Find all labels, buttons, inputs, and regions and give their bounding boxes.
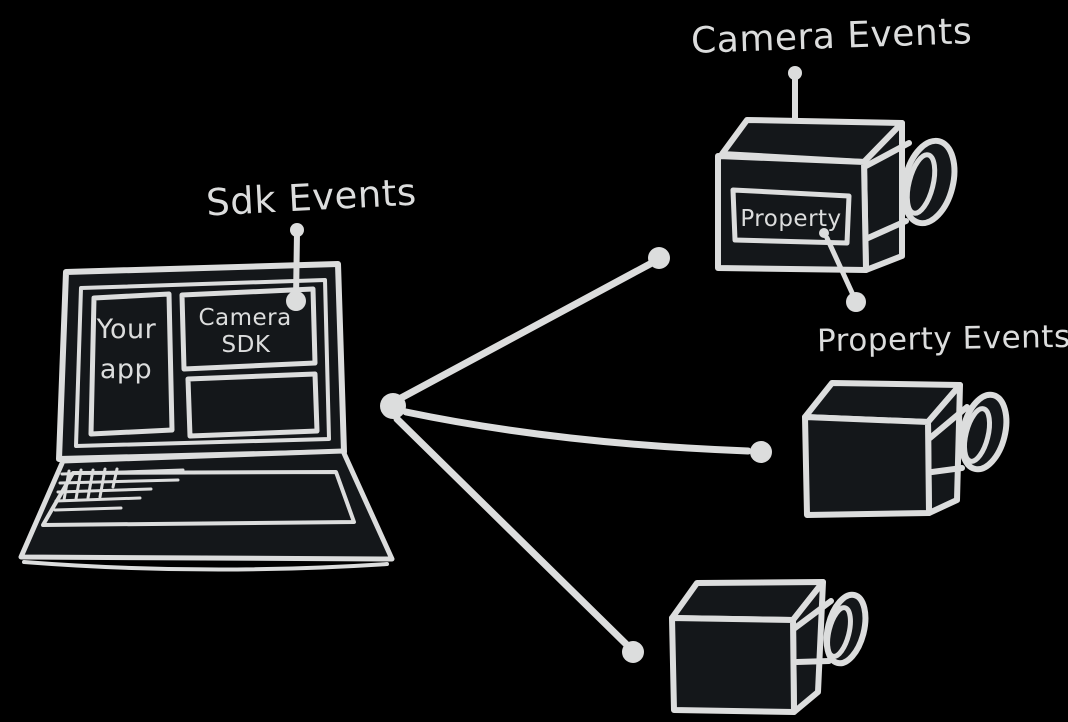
camera-middle-front-face [802, 414, 932, 518]
key-column-line [98, 467, 107, 499]
empty-panel [185, 371, 320, 439]
key-row-line [56, 487, 153, 494]
your-app-window [88, 291, 175, 437]
property-connector-dot-bottom [846, 292, 866, 312]
connector-line-middle-camera [402, 408, 752, 455]
sdk-events-connector-line [293, 230, 300, 302]
sdk-events-label: Sdk Events [205, 171, 417, 225]
property-connector-dot-top [819, 228, 829, 238]
keyboard-keys-sketch [53, 467, 185, 512]
camera-middle-lens-cone-bottom [929, 465, 965, 475]
property-connector-line [824, 235, 857, 300]
laptop-base-bottom-edge [22, 560, 389, 572]
sdk-events-connector-dot-top [290, 223, 304, 237]
property-box [730, 187, 852, 246]
camera-top-lens-inner [904, 152, 938, 216]
key-row-line [60, 468, 185, 476]
sdk-events-connector-dot-bottom [286, 291, 306, 311]
camera-events-label: Camera Events [690, 11, 972, 62]
camera-top-lens-cone-top [863, 140, 912, 169]
camera-events-connector-dot-top [788, 66, 802, 80]
event-fanout [380, 247, 772, 663]
camera-middle-lens-inner [961, 406, 993, 464]
key-column-line [86, 468, 95, 500]
camera-bottom-lens-inner [825, 605, 853, 659]
key-row-line [54, 496, 142, 503]
camera-top-lens-outer [900, 137, 958, 227]
camera-middle-icon [802, 380, 1010, 518]
property-label: Property [740, 206, 841, 232]
your-app-label: Your app [96, 314, 166, 385]
camera-bottom-lens-cone-bottom [794, 658, 832, 665]
keyboard-area [41, 470, 356, 527]
endpoint-dot-bottom [622, 641, 644, 663]
property-events-callout: Property Events [817, 228, 1068, 359]
camera-top-lens-cone-bottom [865, 218, 909, 241]
camera-middle-lens-outer [958, 391, 1010, 473]
key-column-line [62, 469, 71, 502]
key-column-line [74, 468, 83, 501]
key-column-line [111, 467, 119, 489]
laptop-base [18, 448, 395, 562]
connector-line-bottom-camera [393, 415, 630, 648]
camera-sdk-window [179, 286, 318, 372]
camera-bottom-lens-cone-top [792, 598, 834, 631]
camera-bottom-front-face [669, 615, 797, 715]
endpoint-dot-top [648, 247, 670, 269]
camera-middle-lens-cone-top [927, 404, 970, 441]
laptop: Your app Camera SDK [18, 261, 395, 572]
camera-bottom-icon [669, 579, 869, 715]
key-row-line [53, 506, 123, 512]
endpoint-dot-middle [750, 441, 772, 463]
property-events-label: Property Events [817, 319, 1068, 359]
camera-top-icon: Property [715, 117, 958, 273]
laptop-screen-inner-frame [74, 278, 331, 448]
connector-line-top-camera [397, 260, 654, 402]
hub-dot [380, 393, 406, 419]
camera-sdk-label: Camera SDK [198, 305, 299, 358]
